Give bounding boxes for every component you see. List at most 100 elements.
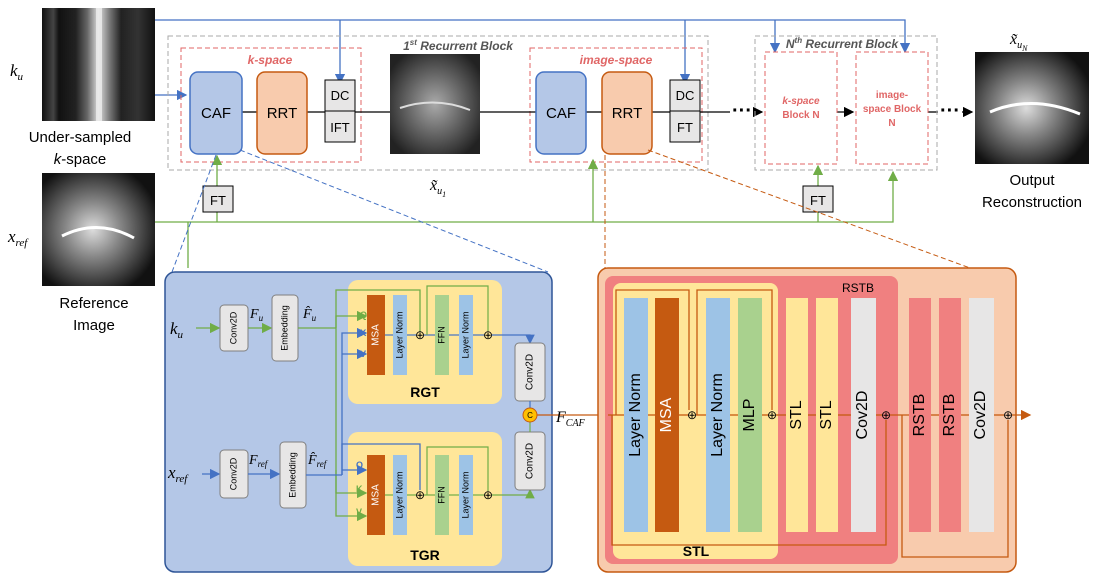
imagespace-block-n-line1: image-	[876, 90, 908, 101]
rrt-mlp	[738, 298, 762, 532]
ku-label: ku	[10, 61, 24, 83]
rrt-block-1	[256, 71, 308, 155]
stl-panel-label: STL	[683, 543, 710, 559]
caf-embedding-u-label: Embedding	[279, 305, 289, 351]
rrt-layer-norm-1-label: Layer Norm	[627, 373, 644, 457]
rgt-add-2: ⊕	[483, 328, 493, 342]
nth-recurrent-block	[754, 35, 938, 171]
rrt-msa-label: MSA	[658, 397, 675, 432]
imagespace-block-n-line3: N	[888, 118, 895, 129]
tgr-layer-norm-1-label: Layer Norm	[394, 471, 404, 518]
rrt-block-1-label: RRT	[267, 105, 298, 122]
rgt-layer-norm-2	[459, 295, 473, 375]
rgt-msa-label: MSA	[371, 324, 382, 346]
tgr-layer-norm-1	[393, 455, 407, 535]
intermediate-reconstruction-image	[390, 54, 480, 154]
tgr-msa	[367, 455, 385, 535]
nth-recurrent-block-title: Nth Recurrent Block	[786, 36, 900, 51]
reference-image	[42, 173, 155, 286]
tgr-flow	[385, 446, 535, 499]
caf-block-2	[535, 71, 587, 155]
caf-fu-hat-label: F̂u	[302, 306, 317, 323]
rgt-msa	[367, 295, 385, 375]
tgr-ffn	[435, 455, 449, 535]
xref-label: xref	[7, 227, 29, 249]
output-caption-2: Reconstruction	[982, 194, 1082, 211]
caf-ku-label: ku	[170, 319, 184, 341]
rrt-zoom-line-right	[647, 149, 971, 269]
rgt-add-1: ⊕	[415, 328, 425, 342]
rrt-rstb-2-label: RSTB	[941, 394, 958, 437]
undersampled-caption-2: k-space	[54, 151, 107, 168]
caf-routing-lines	[298, 289, 421, 522]
tgr-add-2: ⊕	[483, 488, 493, 502]
rrt-blocks	[624, 298, 994, 532]
imagespace-block-n	[855, 51, 929, 165]
tgr-label: TGR	[410, 547, 440, 563]
tgr-add-1: ⊕	[415, 488, 425, 502]
kspace-block-n-line1: k-space	[782, 96, 820, 107]
caf-embedding-ref-label: Embedding	[287, 452, 297, 498]
tgr-layer-norm-2-label: Layer Norm	[460, 471, 470, 518]
caf-conv2d-ref-label: Conv2D	[228, 457, 238, 490]
rrt-add-1: ⊕	[687, 408, 697, 422]
rrt-layer-norm-1	[624, 298, 648, 532]
rstb-panel-label: RSTB	[842, 281, 874, 295]
rgt-k-label: K	[360, 328, 367, 338]
tgr-layer-norm-2	[459, 455, 473, 535]
output-joint-line	[989, 102, 1081, 116]
rrt-flow	[608, 289, 1032, 558]
kspace-center-line	[96, 8, 102, 121]
stl-panel	[613, 283, 778, 559]
caf-fref-hat-label: F̂ref	[307, 452, 328, 469]
concat-label: C	[527, 411, 533, 420]
ellipsis-1: ···	[732, 100, 752, 122]
rgt-layer-norm-1	[393, 295, 407, 375]
rrt-stl-1-label: STL	[788, 400, 805, 429]
caf-block-1	[189, 71, 243, 155]
tgr-msa-label: MSA	[371, 484, 382, 506]
rrt-rstb-1-label: RSTB	[911, 394, 928, 437]
caf-block-2-label: CAF	[546, 105, 576, 122]
rrt-add-4: ⊕	[1003, 408, 1013, 422]
tgr-q-label: Q	[356, 460, 363, 470]
fcaf-label: FCAF	[555, 409, 586, 429]
caf-zoom-line-left	[171, 154, 217, 273]
reference-caption-2: Image	[73, 317, 115, 334]
first-recurrent-block	[167, 35, 709, 171]
ft-box-ref-n-label: FT	[810, 193, 826, 208]
ft-box-ref-1-label: FT	[210, 193, 226, 208]
caf-fu-label: Fu	[249, 307, 264, 323]
first-recurrent-block-title: 1st Recurrent Block	[403, 38, 514, 53]
caf-conv2d-u-label: Conv2D	[228, 311, 238, 344]
undersampled-caption-1: Under-sampled	[29, 129, 132, 146]
rgt-layer-norm-2-label: Layer Norm	[460, 311, 470, 358]
caf-block-1-label: CAF	[201, 105, 231, 122]
rrt-cov2d-outer	[969, 298, 994, 532]
output-reconstruction-image	[975, 52, 1089, 164]
ift-label: IFT	[330, 120, 350, 135]
ft-box-ref-n	[802, 185, 834, 213]
rrt-cov2d-outer-label: Cov2D	[972, 391, 989, 440]
rrt-add-2: ⊕	[767, 408, 777, 422]
ft-label-2: FT	[677, 120, 693, 135]
imagespace-block-n-line2: space Block	[863, 104, 922, 115]
xuN-label: x̃uN	[1009, 31, 1028, 53]
rrt-block-2-label: RRT	[612, 105, 643, 122]
rgt-layer-norm-1-label: Layer Norm	[394, 311, 404, 358]
intermediate-joint-line	[399, 101, 471, 111]
rgt-q-label: Q	[360, 310, 367, 320]
tgr-conv2d-label: Conv2D	[525, 443, 536, 479]
output-caption-1: Output	[1009, 172, 1055, 189]
reference-joint-line	[61, 226, 135, 240]
caf-xref-label: xref	[167, 463, 189, 485]
dc-label-2: DC	[676, 88, 695, 103]
rrt-layer-norm-2-label: Layer Norm	[709, 373, 726, 457]
caf-zoom-line-right	[239, 149, 549, 273]
rrt-stl-2	[816, 298, 838, 532]
rgt-label: RGT	[410, 384, 440, 400]
rgt-flow	[385, 285, 535, 345]
rrt-cov2d-inner-label: Cov2D	[854, 391, 871, 440]
imagespace-subblock	[529, 47, 703, 163]
